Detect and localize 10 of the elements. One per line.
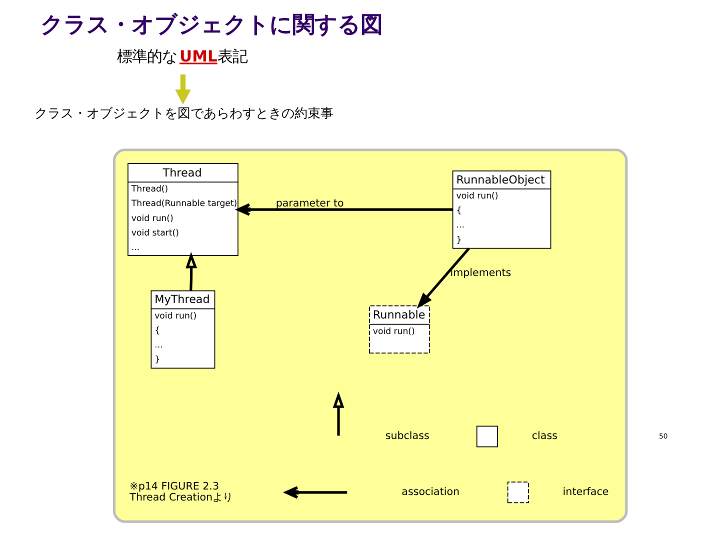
node-text: 標準的なUML表記 <box>116 48 248 66</box>
edge-label: implements <box>450 266 512 279</box>
legend-label: interface <box>562 486 609 498</box>
legend-label: subclass <box>385 430 430 442</box>
label: ※p14 FIGURE 2.3 Thread Creationより <box>130 480 233 504</box>
node-text: クラス・オブジェクトを図であらわすときの約束事 <box>34 106 334 122</box>
edge-label: parameter to <box>276 198 344 210</box>
legend-label: association <box>402 486 460 498</box>
diagram-title: クラス・オブジェクトに関する図 <box>40 12 382 38</box>
legend-label: class <box>532 430 558 442</box>
